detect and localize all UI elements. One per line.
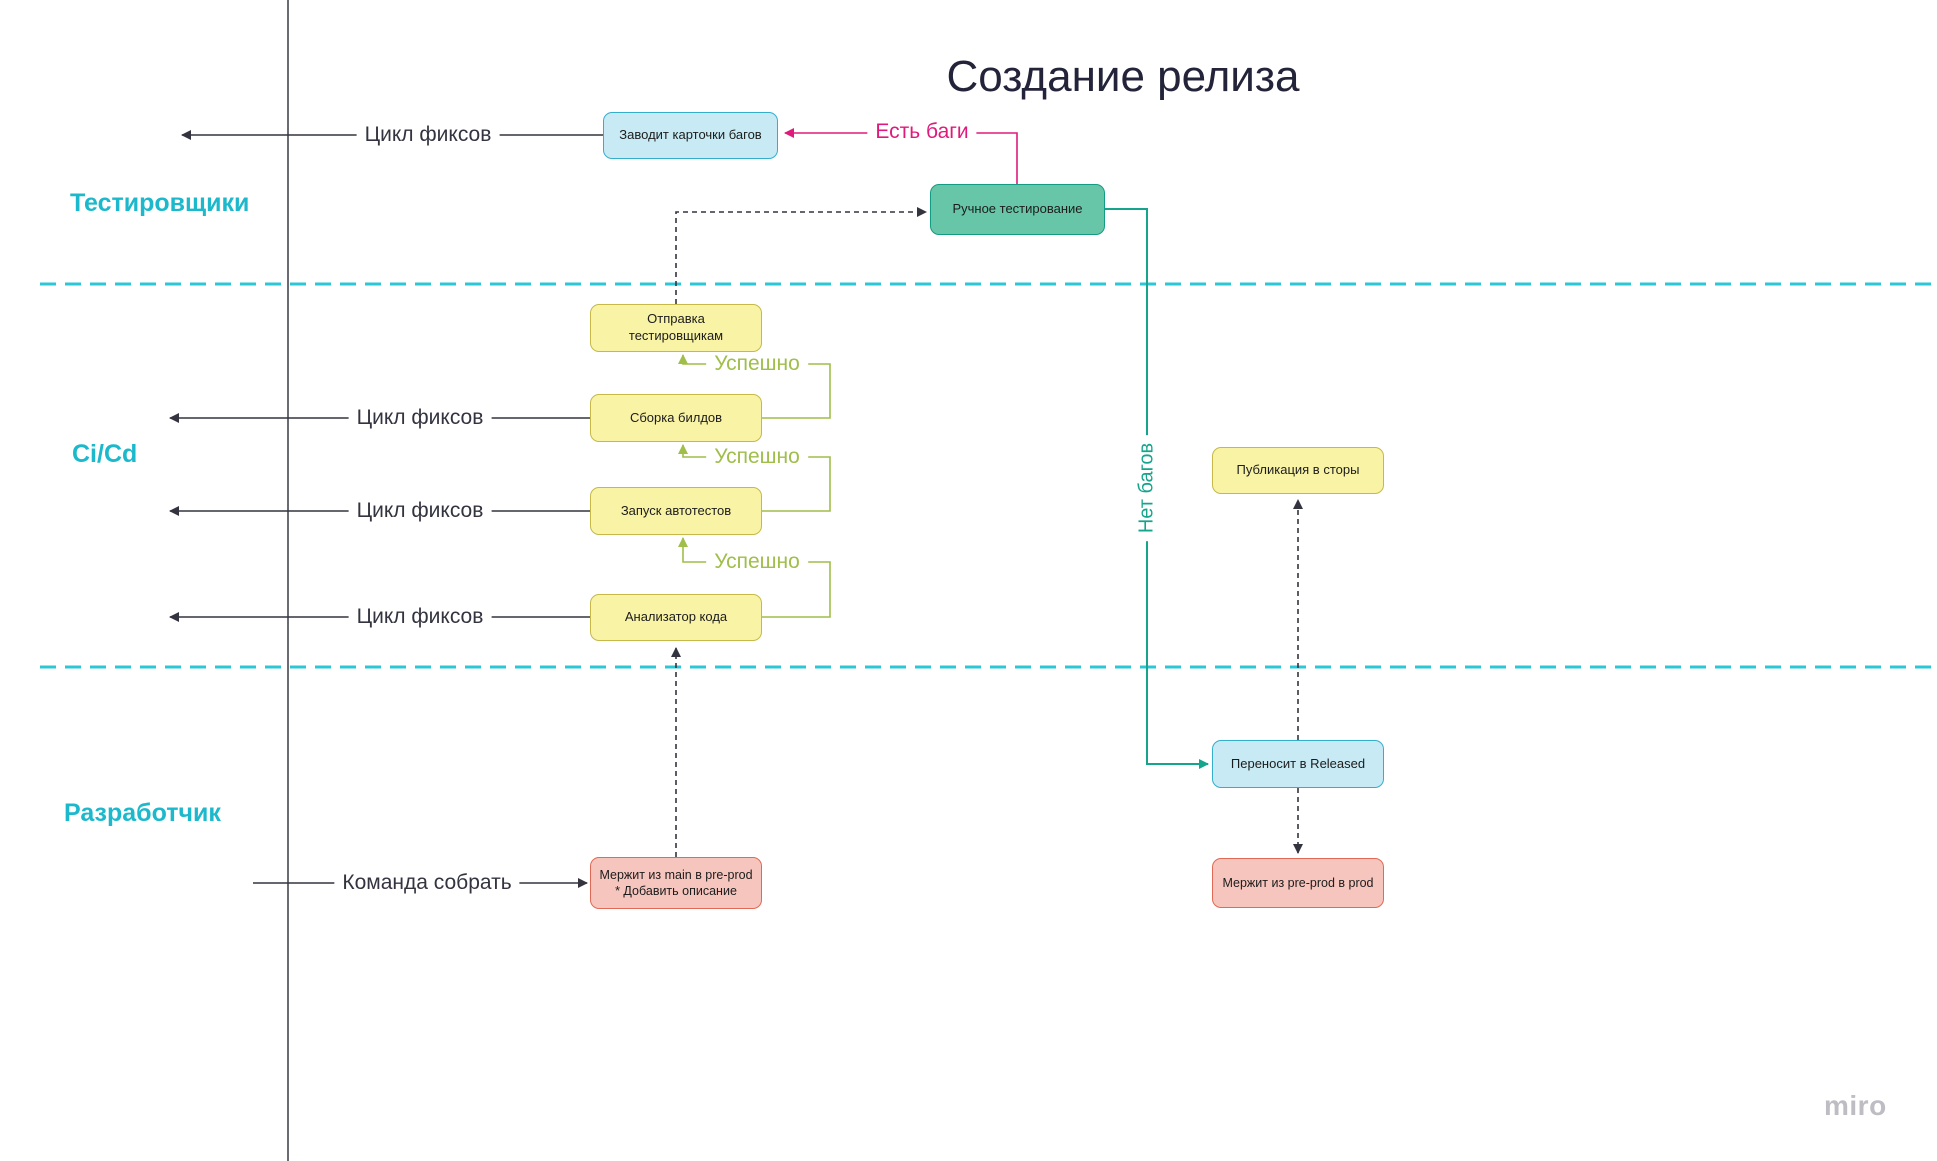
board-title[interactable]: Создание релиза xyxy=(946,52,1300,101)
node-merge-preprod-prod[interactable]: Мержит из pre-prod в prod xyxy=(1212,858,1384,908)
miro-watermark: miro xyxy=(1824,1090,1887,1121)
edge-label-fix-cycle-1[interactable]: Цикл фиксов xyxy=(356,123,500,147)
node-merge-main-preprod[interactable]: Мержит из main в pre-prod * Добавить опи… xyxy=(590,857,762,909)
edge-success-build-to-send xyxy=(678,354,831,419)
lane-label-cicd[interactable]: Ci/Cd xyxy=(72,440,138,468)
node-manual-testing[interactable]: Ручное тестирование xyxy=(930,184,1105,235)
node-send-to-testers[interactable]: Отправка тестировщикам xyxy=(590,304,762,352)
edge-send-to-manual-testing xyxy=(675,207,927,304)
node-code-analyzer[interactable]: Анализатор кода xyxy=(590,594,762,641)
edge-label-success-2[interactable]: Успешно xyxy=(706,445,808,469)
edge-label-fix-cycle-2[interactable]: Цикл фиксов xyxy=(348,406,492,430)
node-bug-cards[interactable]: Заводит карточки багов xyxy=(603,112,778,159)
node-build[interactable]: Сборка билдов xyxy=(590,394,762,442)
edge-label-has-bugs[interactable]: Есть баги xyxy=(867,120,977,144)
lane-label-testers[interactable]: Тестировщики xyxy=(70,189,250,217)
edge-success-analyzer-to-autotests xyxy=(678,537,831,618)
node-merge-main-line2: * Добавить описание xyxy=(615,884,737,898)
node-merge-main-line1: Мержит из main в pre-prod xyxy=(599,867,753,882)
node-publish-stores[interactable]: Публикация в сторы xyxy=(1212,447,1384,494)
edge-label-build-command[interactable]: Команда собрать xyxy=(334,871,520,895)
edge-success-autotests-to-build xyxy=(678,444,831,512)
lane-label-developer[interactable]: Разработчик xyxy=(64,799,221,827)
edge-label-fix-cycle-4[interactable]: Цикл фиксов xyxy=(348,605,492,629)
node-autotests[interactable]: Запуск автотестов xyxy=(590,487,762,535)
node-move-released[interactable]: Переносит в Released xyxy=(1212,740,1384,788)
edge-label-success-1[interactable]: Успешно xyxy=(706,352,808,376)
edge-label-no-bugs[interactable]: Нет багов xyxy=(1135,434,1159,542)
edge-has-bugs xyxy=(784,128,1018,184)
edge-label-fix-cycle-3[interactable]: Цикл фиксов xyxy=(348,499,492,523)
edge-label-success-3[interactable]: Успешно xyxy=(706,550,808,574)
